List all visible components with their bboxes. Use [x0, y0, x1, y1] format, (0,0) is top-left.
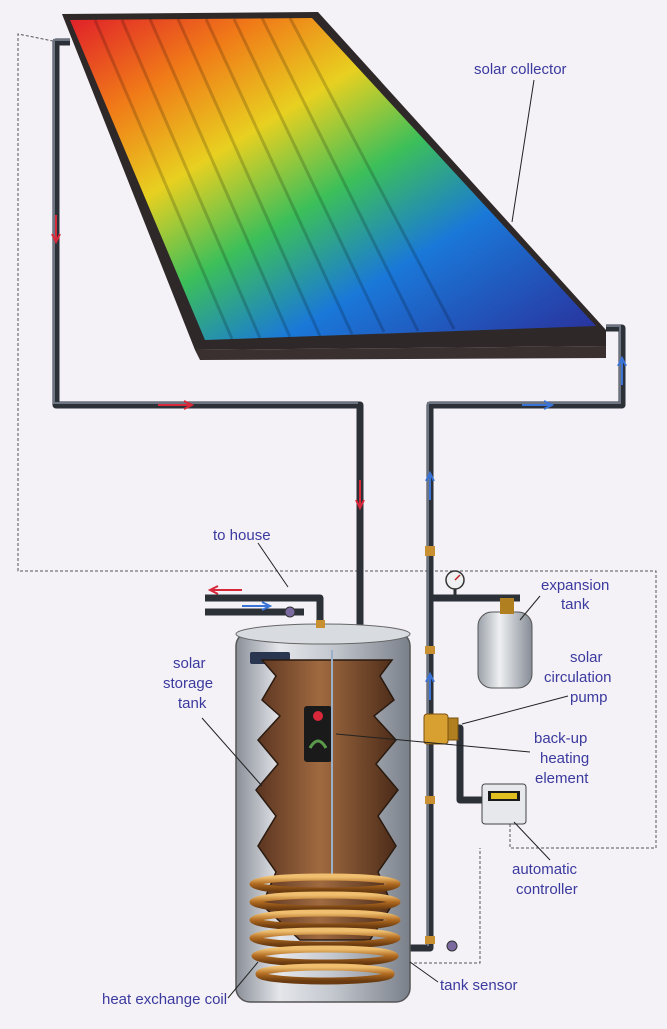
control-wiring — [17, 33, 657, 964]
pressure-gauge-icon — [445, 570, 465, 598]
heat-exchange-coil — [249, 873, 401, 985]
label-backup-heating-element-line2: heating — [540, 750, 589, 767]
expansion-tank — [477, 598, 533, 689]
label-solar-storage-tank-line1: solar — [173, 655, 206, 672]
label-solar-circulation-pump-line3: pump — [570, 689, 608, 706]
cold-flow-arrows — [242, 355, 627, 700]
pipe-fittings — [316, 546, 435, 944]
label-solar-circulation-pump-line2: circulation — [544, 669, 612, 686]
pipe-highlights — [53, 39, 621, 946]
label-expansion-tank-line1: expansion — [541, 577, 609, 594]
valve-icon — [284, 606, 458, 952]
solar-circulation-pump — [423, 713, 459, 745]
label-tank-sensor: tank sensor — [440, 977, 518, 994]
label-automatic-controller-line1: automatic — [512, 861, 578, 878]
label-heat-exchange-coil: heat exchange coil — [102, 991, 227, 1008]
label-expansion-tank-line2: tank — [561, 596, 590, 613]
label-to-house: to house — [213, 527, 271, 544]
label-automatic-controller-line2: controller — [516, 881, 578, 898]
label-solar-collector: solar collector — [474, 61, 567, 78]
automatic-controller — [481, 783, 527, 825]
label-solar-circulation-pump-line1: solar — [570, 649, 603, 666]
label-solar-storage-tank-line2: storage — [163, 675, 213, 692]
leader-lines — [201, 79, 569, 999]
labels: solar collector to house expansion tank … — [102, 61, 612, 1008]
controller-display-icon — [488, 791, 520, 801]
label-solar-storage-tank-line3: tank — [178, 695, 207, 712]
label-backup-heating-element-line1: back-up — [534, 730, 587, 747]
solar-collector-panel — [62, 12, 606, 360]
label-backup-heating-element-line3: element — [535, 770, 589, 787]
